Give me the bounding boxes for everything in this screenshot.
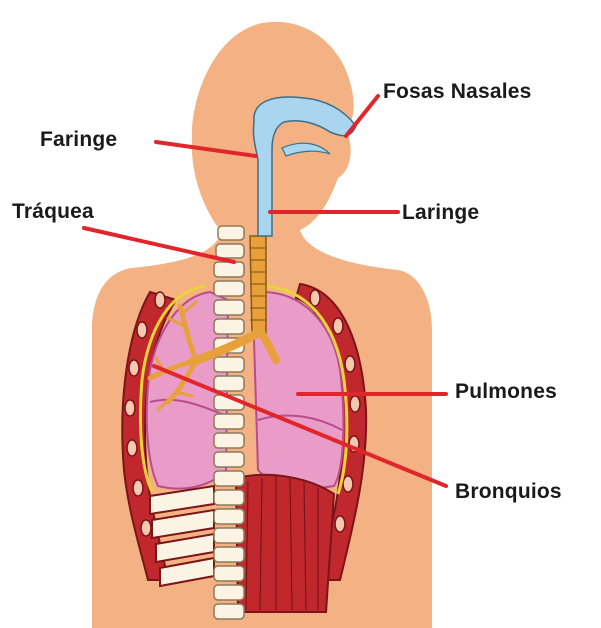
- label-traquea: Tráquea: [12, 200, 94, 224]
- label-faringe: Faringe: [40, 128, 117, 152]
- label-laringe: Laringe: [402, 201, 479, 225]
- trachea: [250, 236, 266, 334]
- label-bronquios: Bronquios: [455, 480, 562, 504]
- leader-traquea: [84, 228, 234, 262]
- diaphragm-muscle: [236, 475, 334, 612]
- spine: [214, 226, 244, 619]
- label-fosas-nasales: Fosas Nasales: [383, 80, 532, 104]
- label-pulmones: Pulmones: [455, 380, 557, 404]
